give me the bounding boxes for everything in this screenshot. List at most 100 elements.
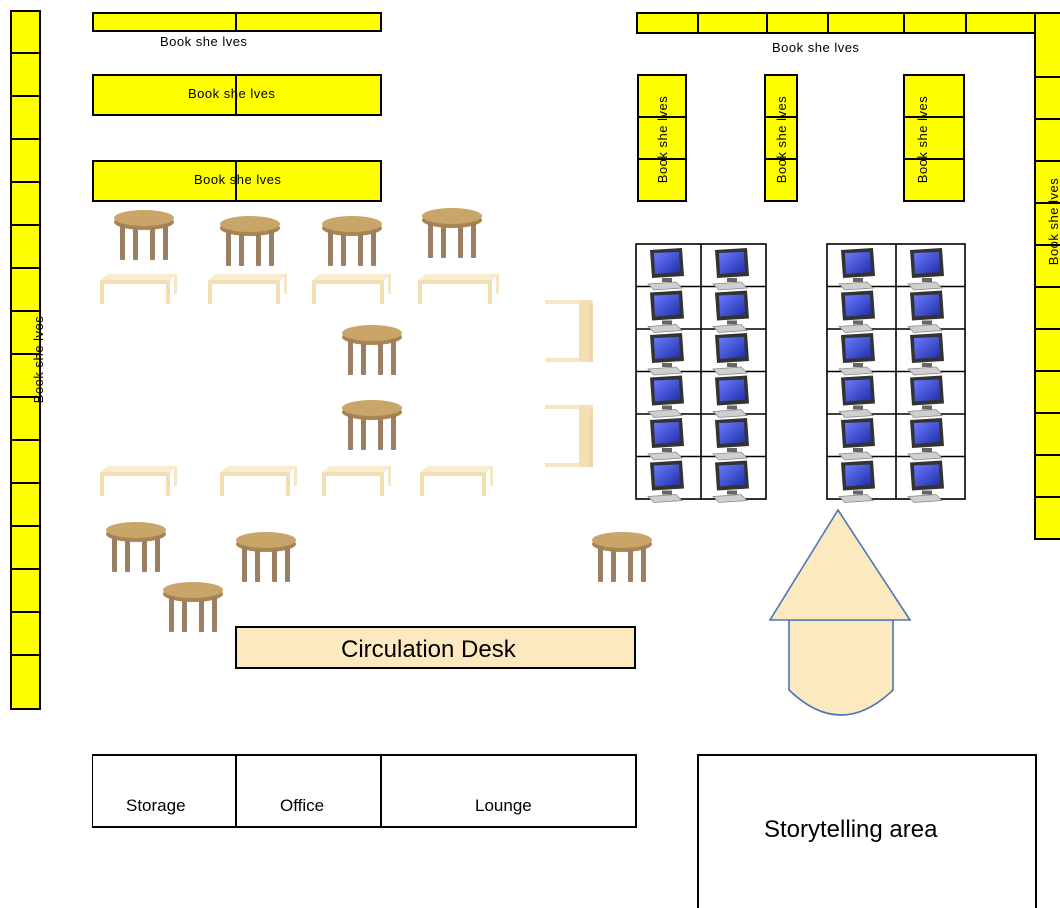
round-table-icon [342,325,402,375]
top-right-shelf-divider [965,12,967,34]
column-bookshelf-2-divider-b [764,158,798,160]
left-wall-shelf-divider [10,439,41,441]
computer-icon [838,418,875,461]
column-bookshelf-3 [903,74,965,202]
column-bookshelf-2 [764,74,798,202]
top-right-shelf-divider [697,12,699,34]
computer-icon [647,333,684,376]
low-table-icon [322,466,392,496]
left-wall-bookshelf [10,10,41,710]
computer-icon [907,290,944,333]
computer-icon [712,418,749,461]
left-wall-shelf-divider [10,525,41,527]
round-table-icon [422,208,482,258]
right-wall-shelf-divider [1034,118,1060,120]
right-wall-shelf-divider [1034,202,1060,204]
round-table-icon [322,216,382,266]
right-wall-bookshelf [1034,12,1060,540]
left-wall-shelf-divider [10,181,41,183]
office-label: Office [280,796,325,815]
computer-icon [907,248,944,291]
low-table-icon [312,274,392,304]
left-wall-shelf-divider [10,224,41,226]
up-arrow-shape [768,508,912,716]
computer-icon [907,418,944,461]
computer-icon [712,290,749,333]
mid-left-bookshelf-2 [92,160,382,202]
computer-icon [838,460,875,503]
computer-icon [712,248,749,291]
rooms-divider-1 [235,754,237,828]
low-table-icon [100,274,178,304]
computer-icon [838,248,875,291]
top-right-bookshelf-label: Book she lves [772,40,860,55]
lounge-label: Lounge [475,796,532,815]
top-left-bookshelf-label: Book she lves [160,34,248,49]
right-wall-shelf-divider [1034,244,1060,246]
right-wall-shelf-divider [1034,370,1060,372]
top-left-bookshelf-divider [235,12,237,32]
left-wall-shelf-divider [10,138,41,140]
mid-left-bookshelf-1-label: Book she lves [188,86,276,101]
round-table-icon [236,532,296,582]
circulation-desk: Circulation Desk [235,626,636,669]
computer-icon [647,375,684,418]
round-table-icon [163,582,223,632]
computer-icon [907,375,944,418]
top-right-shelf-divider [827,12,829,34]
mid-left-bookshelf-2-divider [235,160,237,202]
computer-icon [712,460,749,503]
left-wall-shelf-divider [10,353,41,355]
low-table-icon [100,466,178,496]
storytelling-area-label: Storytelling area [764,816,938,843]
circulation-desk-label: Circulation Desk [341,636,516,663]
computer-icon [647,460,684,503]
right-wall-shelf-divider [1034,328,1060,330]
right-wall-shelf-divider [1034,412,1060,414]
computer-icon [647,290,684,333]
right-wall-shelf-divider [1034,286,1060,288]
left-wall-shelf-divider [10,654,41,656]
round-table-icon [592,532,652,582]
computer-icon [838,333,875,376]
storage-label: Storage [126,796,186,815]
low-table-icon [418,274,500,304]
rooms-block [92,754,637,828]
rooms-divider-2 [380,754,382,828]
round-table-icon [106,522,166,572]
top-right-shelf-divider [903,12,905,34]
left-wall-shelf-divider [10,52,41,54]
computer-icon [647,248,684,291]
left-wall-shelf-divider [10,396,41,398]
computer-icon [907,460,944,503]
left-wall-shelf-divider [10,611,41,613]
low-table-icon [420,466,494,496]
computer-icon [712,375,749,418]
column-bookshelf-2-divider-a [764,116,798,118]
right-wall-shelf-divider [1034,454,1060,456]
computer-icon [647,418,684,461]
computer-icon [838,375,875,418]
left-wall-shelf-divider [10,568,41,570]
top-left-bookshelf [92,12,382,32]
computer-icon [712,333,749,376]
top-right-shelf-divider [766,12,768,34]
left-wall-shelf-divider [10,267,41,269]
column-bookshelf-3-divider-b [903,158,965,160]
mid-left-bookshelf-1 [92,74,382,116]
left-wall-shelf-divider [10,482,41,484]
left-wall-shelf-divider [10,310,41,312]
left-wall-shelf-divider [10,95,41,97]
column-bookshelf-3-divider-a [903,116,965,118]
column-bookshelf-1 [637,74,687,202]
right-wall-shelf-divider [1034,76,1060,78]
computer-icon [907,333,944,376]
column-bookshelf-1-divider-b [637,158,687,160]
side-table-icon [545,405,593,467]
low-table-icon [220,466,298,496]
round-table-icon [342,400,402,450]
right-wall-shelf-divider [1034,160,1060,162]
low-table-icon [208,274,288,304]
